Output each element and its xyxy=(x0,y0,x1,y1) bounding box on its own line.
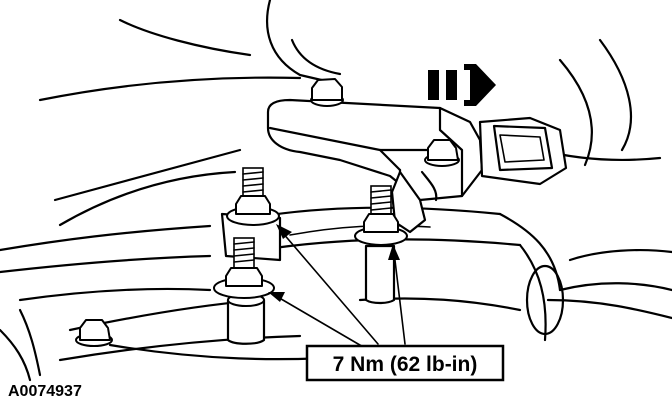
figure-id: A0074937 xyxy=(8,383,82,400)
frame-bolt-lower-left xyxy=(75,319,113,347)
bracket-bolt-right xyxy=(420,139,460,202)
mount-stud-upper-left xyxy=(220,167,282,262)
mount-stud-lower-left xyxy=(213,237,275,345)
torque-leader-lines xyxy=(268,224,406,349)
bracket-bolt-top xyxy=(310,78,344,107)
forward-direction-arrow xyxy=(428,64,496,106)
torque-callout: 7 Nm (62 lb-in) xyxy=(305,344,505,382)
torque-spec-label: 7 Nm (62 lb-in) xyxy=(333,353,478,376)
mount-stud-right xyxy=(354,185,408,305)
mount-bracket xyxy=(266,98,568,234)
